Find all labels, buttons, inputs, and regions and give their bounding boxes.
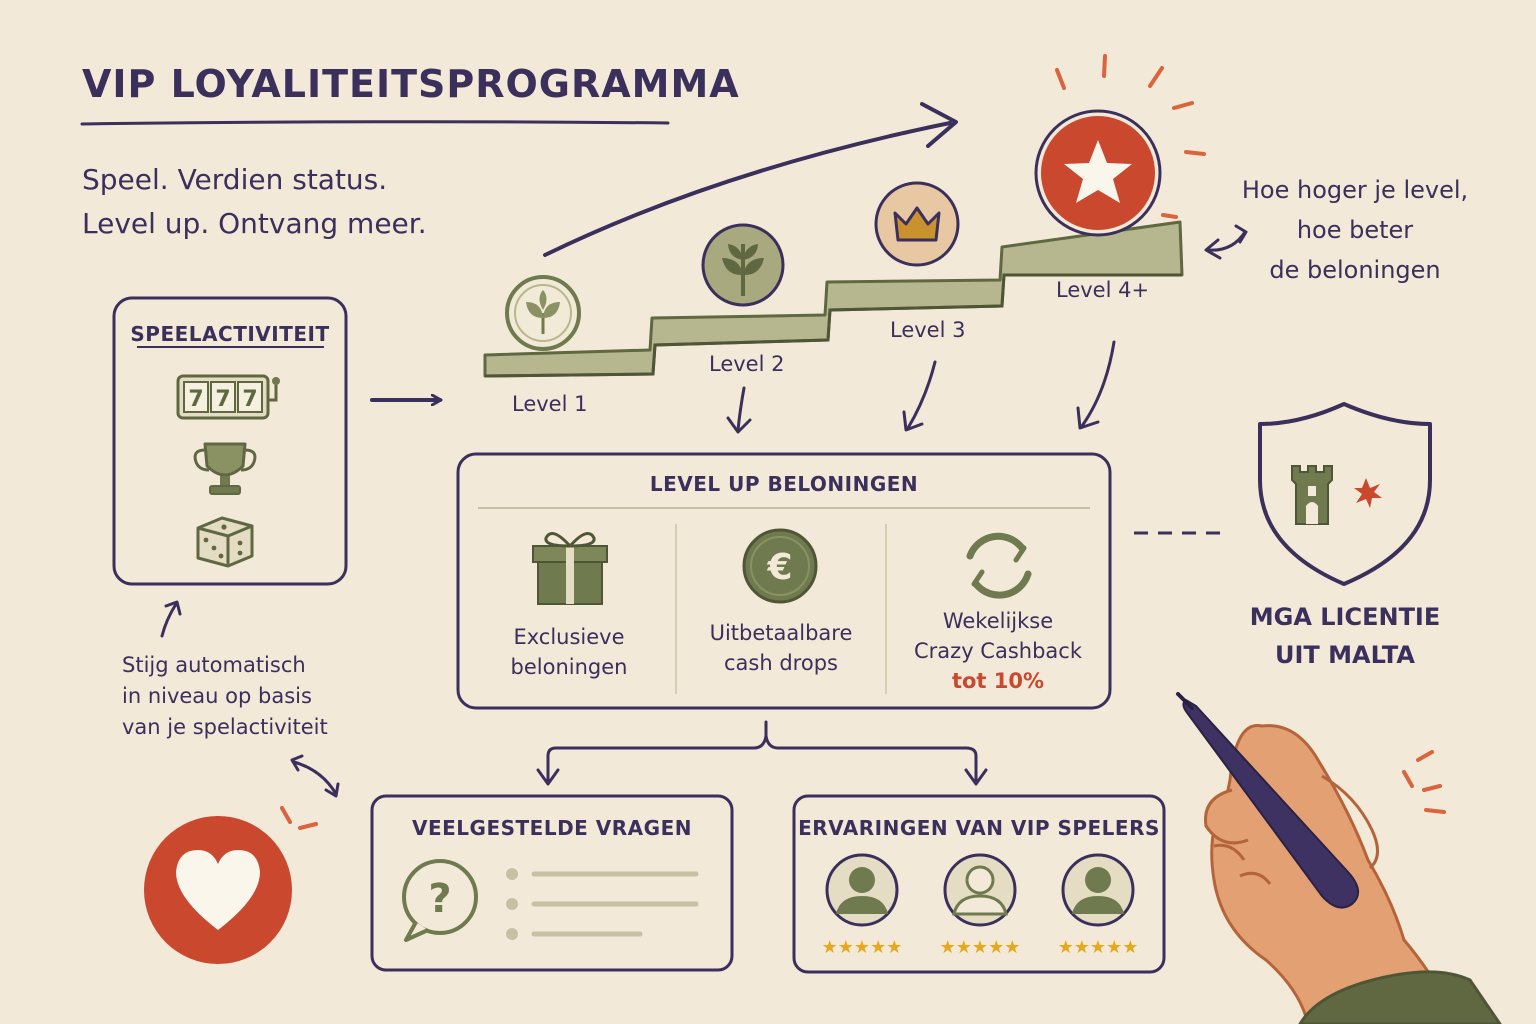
rewards-box bbox=[456, 452, 1112, 710]
slot-reel-1: 7 bbox=[188, 387, 203, 412]
shield-tower-icon bbox=[1258, 402, 1432, 586]
reward-exclusive: Exclusieve beloningen bbox=[474, 622, 664, 682]
reward-cash-drops-line-2: cash drops bbox=[724, 651, 838, 675]
reviewer-avatars bbox=[825, 853, 1135, 927]
avatar-icon bbox=[943, 853, 1017, 927]
star-rating-3: ★★★★★ bbox=[1058, 937, 1139, 958]
heart-icon bbox=[176, 850, 260, 930]
slot-machine-icon: 7 7 7 bbox=[176, 374, 280, 420]
level-note-line-1: Hoe hoger je level, bbox=[1241, 176, 1469, 204]
reward-cashback-accent: tot 10% bbox=[951, 669, 1045, 693]
license-line-1: MGA LICENTIE bbox=[1249, 603, 1441, 631]
level-down-arrows bbox=[726, 340, 1116, 434]
heart-badge bbox=[144, 806, 318, 964]
faq-box bbox=[370, 794, 734, 972]
license-label: MGA LICENTIE UIT MALTA bbox=[1230, 598, 1460, 674]
level-4-badge bbox=[1034, 54, 1206, 237]
leaf-icon bbox=[722, 244, 764, 296]
reward-cash-drops: Uitbetaalbare cash drops bbox=[686, 618, 876, 678]
faq-list-lines bbox=[506, 868, 699, 940]
level-staircase bbox=[483, 220, 1184, 378]
avatar-icon bbox=[825, 853, 899, 927]
faq-title[interactable]: VEELGESTELDE VRAGEN bbox=[412, 816, 692, 840]
reward-cash-drops-line-1: Uitbetaalbare bbox=[709, 621, 853, 645]
activity-note-line-1: Stijg automatisch bbox=[122, 653, 306, 677]
level-note: Hoe hoger je level, hoe beter de belonin… bbox=[1220, 170, 1490, 290]
svg-text:€: € bbox=[766, 547, 792, 588]
rewards-title: LEVEL UP BELONINGEN bbox=[649, 472, 919, 496]
question-bubble-icon: ? bbox=[402, 859, 478, 942]
dice-icon bbox=[196, 516, 254, 568]
sprout-icon bbox=[526, 290, 560, 334]
reward-cashback: Wekelijkse Crazy Cashback tot 10% bbox=[900, 606, 1096, 696]
gift-icon bbox=[532, 532, 608, 605]
sparkle-rays bbox=[1055, 54, 1206, 219]
license-line-2: UIT MALTA bbox=[1274, 641, 1415, 669]
euro-icon: € bbox=[742, 528, 818, 604]
progress-arrow bbox=[543, 121, 952, 257]
level-3-label: Level 3 bbox=[890, 318, 966, 342]
tagline-line-2: Level up. Ontvang meer. bbox=[82, 207, 427, 240]
crown-icon bbox=[893, 206, 941, 242]
reward-exclusive-line-1: Exclusieve bbox=[513, 625, 625, 649]
tagline: Speel. Verdien status. Level up. Ontvang… bbox=[82, 158, 427, 246]
level-2-badge bbox=[701, 223, 785, 307]
activity-box bbox=[112, 296, 348, 586]
reward-cashback-line-1: Wekelijkse bbox=[942, 609, 1054, 633]
progress-arrow-head bbox=[920, 102, 958, 148]
reward-cashback-line-2: Crazy Cashback bbox=[914, 639, 1082, 663]
level-note-line-3: de beloningen bbox=[1269, 256, 1441, 284]
hand-with-marker bbox=[1176, 692, 1502, 1024]
slot-reel-3: 7 bbox=[242, 387, 257, 412]
activity-title: SPEELACTIVITEIT bbox=[130, 322, 330, 346]
reward-exclusive-line-2: beloningen bbox=[510, 655, 628, 679]
level-1-label: Level 1 bbox=[512, 392, 588, 416]
page-title: VIP LOYALITEITSPROGRAMMA bbox=[82, 62, 740, 106]
level-note-line-2: hoe beter bbox=[1296, 216, 1414, 244]
svg-text:?: ? bbox=[428, 876, 451, 922]
level-3-badge bbox=[874, 181, 960, 267]
activity-note: Stijg automatisch in niveau op basis van… bbox=[122, 650, 352, 743]
heart-arrow bbox=[292, 760, 338, 796]
reviews-box bbox=[792, 794, 1166, 974]
star-icon bbox=[1064, 140, 1132, 203]
up-arrow bbox=[160, 602, 178, 638]
rewards-branch bbox=[536, 720, 988, 786]
level-1-badge bbox=[505, 275, 581, 351]
level-2-label: Level 2 bbox=[709, 352, 785, 376]
star-rating-2: ★★★★★ bbox=[940, 937, 1021, 958]
title-underline bbox=[80, 120, 670, 126]
avatar-icon bbox=[1061, 853, 1135, 927]
cashback-icon bbox=[966, 532, 1032, 599]
star-rating-1: ★★★★★ bbox=[822, 937, 903, 958]
level-4-label: Level 4+ bbox=[1056, 278, 1150, 302]
reviews-title[interactable]: ERVARINGEN VAN VIP SPELERS bbox=[798, 816, 1160, 840]
slot-reel-2: 7 bbox=[215, 387, 230, 412]
trophy-icon bbox=[193, 442, 257, 495]
tagline-line-1: Speel. Verdien status. bbox=[82, 163, 388, 196]
activity-note-line-2: in niveau op basis bbox=[122, 684, 312, 708]
activity-note-line-3: van je spelactiviteit bbox=[122, 715, 328, 739]
